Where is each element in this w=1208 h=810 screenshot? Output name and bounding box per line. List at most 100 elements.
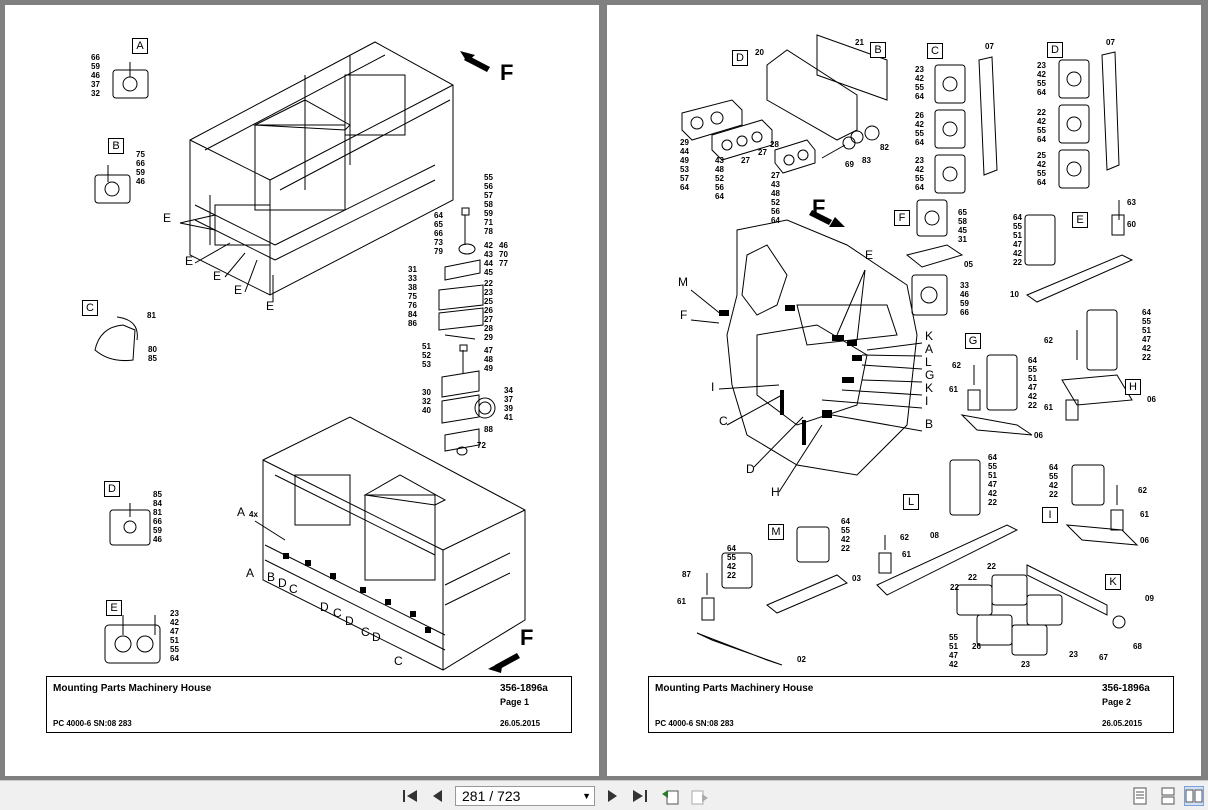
callout-d: D xyxy=(320,600,329,614)
callout-c: C xyxy=(333,606,342,620)
part-numbers-bolt-left: 64 65 66 73 79 xyxy=(434,211,443,256)
part-numbers-clamp-right: 22 23 25 26 27 28 29 xyxy=(484,279,493,342)
detail-label-b: B xyxy=(870,42,886,58)
detail-label-d: D xyxy=(732,50,748,66)
callout-d: D xyxy=(345,614,354,628)
page-number-field[interactable]: 281 / 723 ▼ xyxy=(455,786,595,806)
callout-e: E xyxy=(163,211,172,225)
part-numbers-c1: 81 xyxy=(147,311,156,320)
part-numbers-bolt: 55 56 57 58 59 71 78 xyxy=(484,173,493,236)
callout-a: A xyxy=(246,566,255,580)
callout-h: H xyxy=(771,485,780,499)
part-numbers-h-right: 64 55 51 47 42 22 xyxy=(1142,308,1151,362)
callout-e: E xyxy=(266,299,275,313)
part-number-06: 06 xyxy=(1147,395,1156,404)
continuous-view-button[interactable] xyxy=(1158,786,1178,806)
detail-label-d: D xyxy=(104,481,120,497)
part-number-62: 62 xyxy=(952,361,961,370)
page-2-drawing xyxy=(681,34,1139,666)
part-number-61: 61 xyxy=(949,385,958,394)
callout-f: F xyxy=(680,308,688,322)
callout-e: E xyxy=(213,269,222,283)
part-numbers-d-right: 27 43 48 52 56 64 xyxy=(771,171,780,225)
part-numbers-pin-right: 47 48 49 xyxy=(484,346,493,373)
machine-model: PC 4000-6 SN:08 283 xyxy=(655,719,734,728)
detail-label-f: F xyxy=(894,210,910,226)
callout-c: C xyxy=(719,414,728,428)
callout-g: G xyxy=(925,368,935,382)
part-numbers-d-mid: 43 48 52 56 64 xyxy=(715,156,724,201)
detail-label-e: E xyxy=(106,600,122,616)
callout-b: B xyxy=(267,570,276,584)
part-numbers-c2: 26 42 55 64 xyxy=(915,111,924,147)
part-number-72: 72 xyxy=(477,441,486,450)
part-number-82: 82 xyxy=(880,143,889,152)
callout-k: K xyxy=(925,329,934,343)
drawing-number: 356-1896a xyxy=(500,683,548,694)
facing-pages-icon xyxy=(1185,789,1203,803)
part-numbers-e-left: 64 55 51 47 42 22 xyxy=(1013,213,1022,267)
callout-c: C xyxy=(289,582,298,596)
title-block: Mounting Parts Machinery House PC 4000-6… xyxy=(46,676,572,733)
first-page-button[interactable] xyxy=(400,786,420,806)
document-viewport[interactable]: F F A 66 59 46 37 32 B 75 66 59 46 C 81 … xyxy=(0,0,1208,780)
detail-label-c: C xyxy=(927,43,943,59)
part-number-02: 02 xyxy=(797,655,806,664)
callout-m: M xyxy=(678,275,688,289)
part-number-20: 20 xyxy=(755,48,764,57)
part-number-08: 08 xyxy=(930,531,939,540)
part-number-27: 27 xyxy=(758,148,767,157)
single-page-icon xyxy=(1133,787,1147,805)
part-numbers-d3: 25 42 55 64 xyxy=(1037,151,1046,187)
chevron-down-icon[interactable]: ▼ xyxy=(582,791,591,801)
previous-page-icon xyxy=(433,790,442,802)
last-page-button[interactable] xyxy=(630,786,650,806)
part-numbers-m-left: 64 55 42 22 xyxy=(727,544,736,580)
part-numbers-f1: 65 58 45 31 xyxy=(958,208,967,244)
part-numbers-block-right: 34 37 39 41 xyxy=(504,386,513,422)
callout-a: A xyxy=(237,505,246,519)
part-number-09: 09 xyxy=(1145,594,1154,603)
callout-c: C xyxy=(361,625,370,639)
part-numbers-d: 85 84 81 66 59 46 xyxy=(153,490,162,544)
detail-label-e: E xyxy=(1072,212,1088,228)
callout-c: C xyxy=(394,654,403,668)
part-numbers-a: 66 59 46 37 32 xyxy=(91,53,100,98)
part-number-22: 22 xyxy=(950,583,959,592)
part-number-23: 23 xyxy=(1021,660,1030,669)
next-page-icon xyxy=(608,790,617,802)
two-page-view-button[interactable] xyxy=(1184,786,1204,806)
part-number-03: 03 xyxy=(852,574,861,583)
part-number-62: 62 xyxy=(1138,486,1147,495)
part-number-06: 06 xyxy=(1034,431,1043,440)
viewer-toolbar: 281 / 723 ▼ xyxy=(0,780,1208,810)
go-forward-view-button[interactable] xyxy=(690,786,710,806)
machine-model: PC 4000-6 SN:08 283 xyxy=(53,719,132,728)
detail-label-l: L xyxy=(903,494,919,510)
next-page-button[interactable] xyxy=(603,786,623,806)
callout-d: D xyxy=(278,576,287,590)
sheet-label: Page 1 xyxy=(500,697,530,707)
part-numbers-g-right: 64 55 51 47 42 22 xyxy=(1028,356,1037,410)
detail-label-b: B xyxy=(108,138,124,154)
detail-label-i: I xyxy=(1042,507,1058,523)
page-indicator: 281 / 723 xyxy=(462,788,521,804)
previous-page-button[interactable] xyxy=(427,786,447,806)
drawing-number: 356-1896a xyxy=(1102,683,1150,694)
previous-view-icon xyxy=(662,790,679,805)
part-number-69: 69 xyxy=(845,160,854,169)
part-number-62: 62 xyxy=(1044,336,1053,345)
drawing-title: Mounting Parts Machinery House xyxy=(53,683,212,694)
callout-e: E xyxy=(234,283,243,297)
callout-d: D xyxy=(746,462,755,476)
go-back-view-button[interactable] xyxy=(660,786,680,806)
part-numbers-clamp-left: 31 33 38 75 76 84 86 xyxy=(408,265,417,328)
single-page-view-button[interactable] xyxy=(1130,786,1150,806)
part-numbers-k-left: 55 51 47 42 xyxy=(949,633,958,669)
part-numbers-i-left: 64 55 42 22 xyxy=(1049,463,1058,499)
detail-label-d-2: D xyxy=(1047,42,1063,58)
part-numbers-d1: 23 42 55 64 xyxy=(1037,61,1046,97)
part-number-22: 22 xyxy=(987,562,996,571)
part-numbers-c3: 23 42 55 64 xyxy=(915,156,924,192)
part-number-61: 61 xyxy=(1140,510,1149,519)
